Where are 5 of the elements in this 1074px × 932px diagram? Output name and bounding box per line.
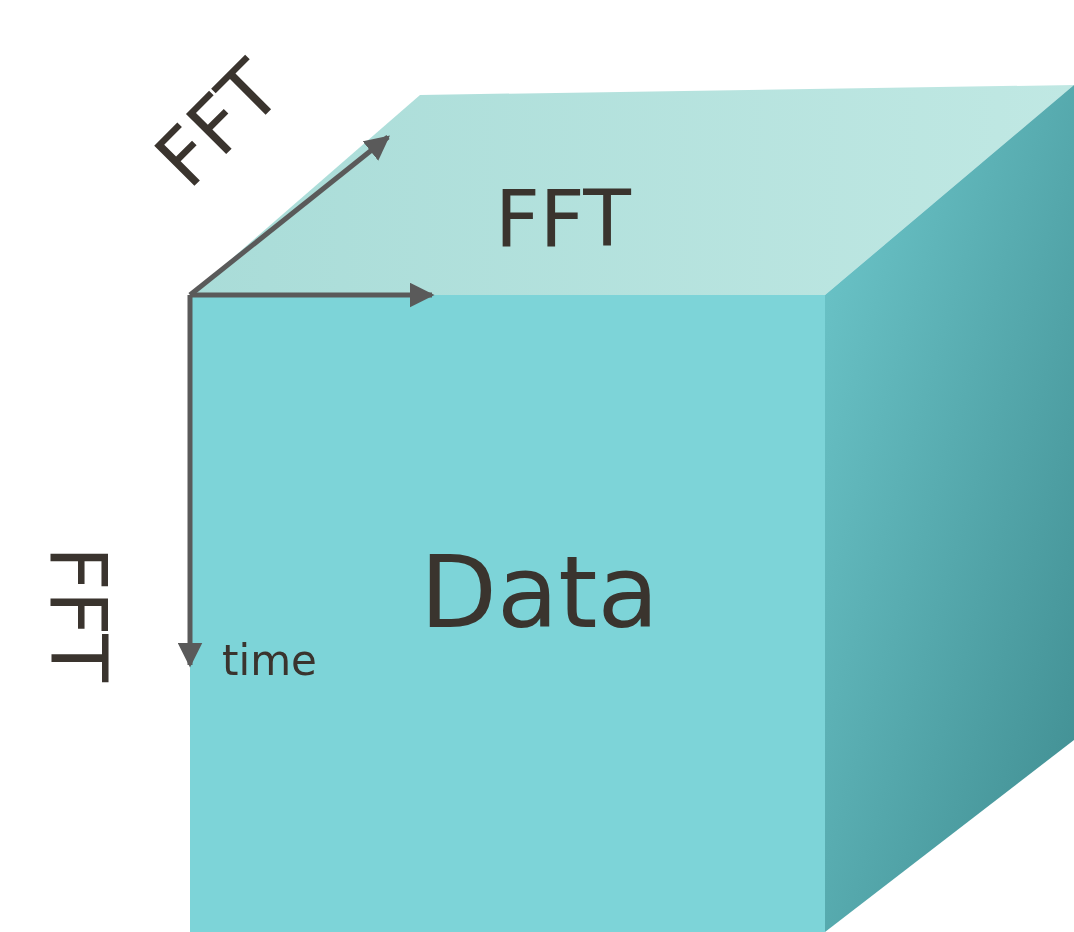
axis-label: FFT (142, 48, 294, 200)
axis-label: FFT (39, 546, 117, 682)
cube-label: Data (420, 543, 659, 643)
axis-label: FFT (495, 180, 631, 258)
axis-label: time (222, 640, 317, 682)
